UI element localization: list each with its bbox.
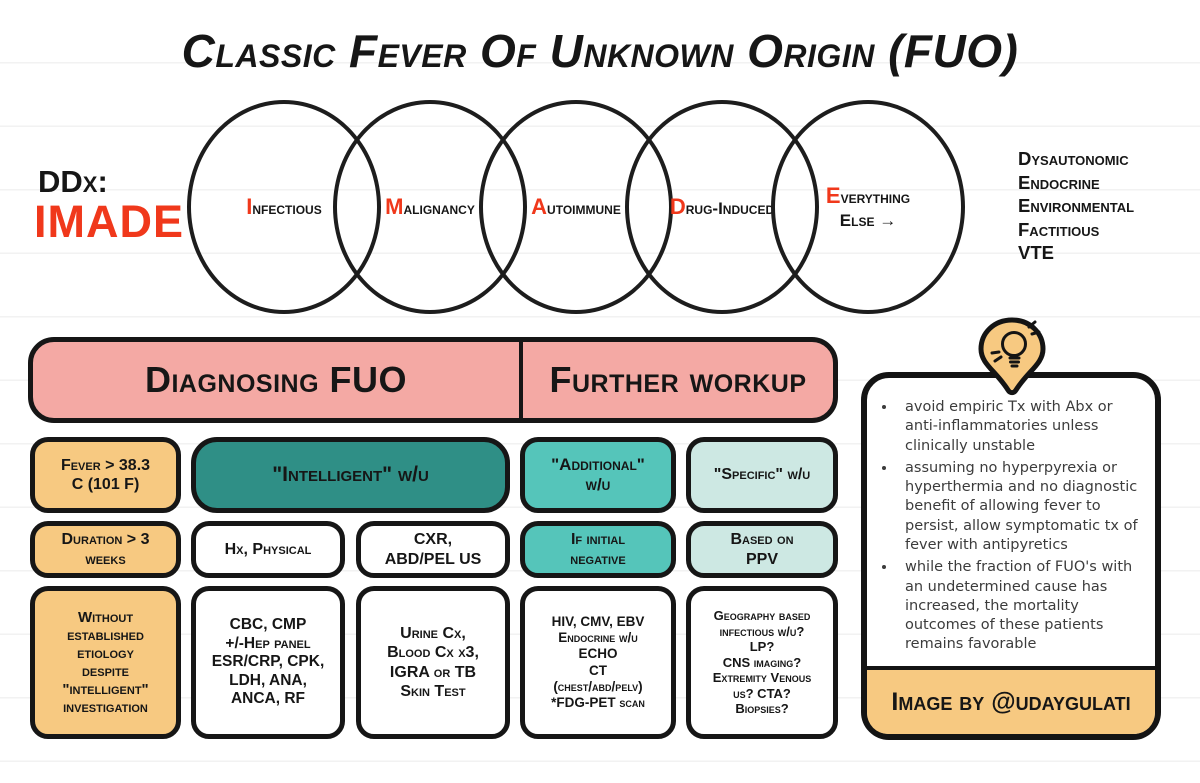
section-header-bar: Diagnosing FUO Further workup — [28, 337, 838, 423]
circle-initial: M — [385, 193, 404, 219]
criterion-etiology-box: Without established etiology despite "in… — [30, 586, 181, 739]
circle-rest: alignancy — [403, 198, 475, 218]
venn-circle-everything-else: Everything Else → — [771, 100, 965, 314]
circle-rest: rug-Induced — [685, 198, 775, 218]
circle-initial: I — [246, 193, 253, 219]
note-bullet: while the fraction of FUO's with an unde… — [897, 558, 1143, 654]
list-item: Factitious — [1018, 218, 1100, 240]
based-on-ppv-box: Based on PPV — [686, 521, 838, 578]
hx-physical-box: Hx, Physical — [191, 521, 345, 578]
note-bullet: avoid empiric Tx with Abx or anti-inflam… — [897, 398, 1143, 456]
additional-workup-items-box: HIV, CMV, EBV Endocrine w/u ECHO CT (che… — [520, 586, 676, 739]
criterion-fever-box: Fever > 38.3 C (101 F) — [30, 437, 181, 513]
circle-rest: verything Else → — [839, 187, 911, 231]
note-bullet: assuming no hyperpyrexia or hyperthermia… — [897, 459, 1143, 555]
lightbulb-icon — [978, 317, 1046, 396]
circle-rest: utoimmune — [547, 198, 621, 218]
circle-rest: nfectious — [252, 198, 322, 218]
list-item: Environmental — [1018, 195, 1135, 216]
header-diagnosing-fuo: Diagnosing FUO — [33, 342, 523, 418]
specific-workup-items-box: Geography based infectious w/u? LP? CNS … — [686, 586, 838, 739]
everything-else-list: Dysautonomic Endocrine Environmental Fac… — [1018, 147, 1134, 265]
ddx-label: DDx: — [38, 164, 108, 199]
circle-initial: D — [669, 193, 686, 219]
intelligent-workup-header-box: "Intelligent" w/u — [191, 437, 510, 513]
list-item: VTE — [1018, 242, 1054, 263]
page-title: Classic Fever Of Unknown Origin (FUO) — [181, 25, 1019, 77]
if-initial-negative-box: If initial negative — [520, 521, 676, 578]
list-item: Dysautonomic — [1018, 148, 1129, 169]
header-further-workup: Further workup — [549, 359, 807, 400]
circle-initial: A — [531, 193, 548, 219]
circle-label: Autoimmune — [517, 193, 635, 222]
criterion-duration-box: Duration > 3 weeks — [30, 521, 181, 578]
circle-label: Drug-Induced — [663, 193, 781, 222]
notes-panel: avoid empiric Tx with Abx or anti-inflam… — [861, 372, 1161, 740]
circle-label: Infectious — [225, 193, 343, 222]
labs-box: CBC, CMP +/-Hep panel ESR/CRP, CPK, LDH,… — [191, 586, 345, 739]
ddx-mnemonic: IMADE — [34, 196, 184, 247]
circle-initial: E — [825, 182, 841, 208]
image-credit: Image by @udaygulati — [867, 666, 1155, 734]
list-item: Endocrine — [1018, 171, 1100, 193]
circle-label: Malignancy — [371, 193, 489, 222]
specific-workup-header-box: "Specific" w/u — [686, 437, 838, 513]
circle-label: Everything Else → — [809, 182, 927, 233]
cxr-us-box: CXR, ABD/PEL US — [356, 521, 510, 578]
notes-body: avoid empiric Tx with Abx or anti-inflam… — [867, 378, 1155, 655]
additional-workup-header-box: "Additional" w/u — [520, 437, 676, 513]
cultures-box: Urine Cx, Blood Cx x3, IGRA or TB Skin T… — [356, 586, 510, 739]
